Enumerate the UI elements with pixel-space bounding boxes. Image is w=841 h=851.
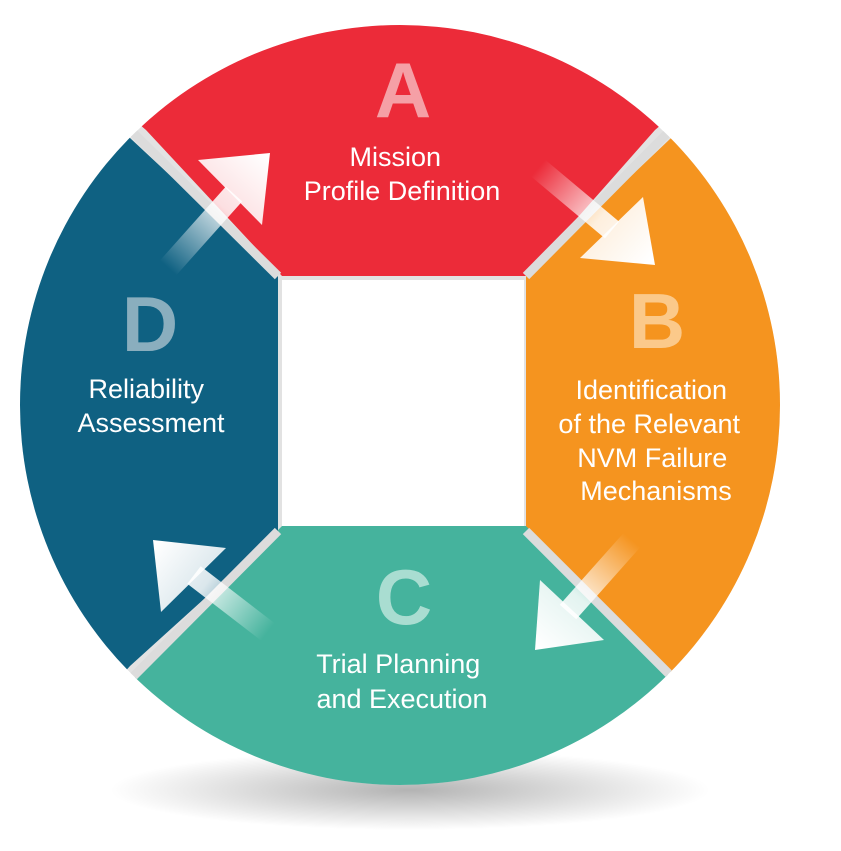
segment-a-letter: A (375, 46, 431, 134)
segment-c-letter: C (376, 553, 432, 641)
segment-d-letter: D (122, 280, 178, 368)
segment-b-letter: B (629, 277, 685, 365)
arrow-d-to-a-icon (159, 153, 270, 276)
segment-d-label: Reliability Assessment (77, 374, 225, 438)
arrow-a-to-b-icon (530, 159, 655, 265)
segment-a-label: Mission Profile Definition (304, 142, 501, 206)
arrow-b-to-c-icon (535, 532, 641, 650)
segment-c-label: Trial Planning and Execution (316, 649, 488, 714)
arrow-c-to-d-icon (153, 540, 275, 641)
cycle-arrows (153, 153, 655, 650)
center-square (282, 280, 524, 526)
disc-shadow (110, 750, 710, 830)
segment-b-label: Identification of the Relevant NVM Failu… (558, 375, 747, 506)
